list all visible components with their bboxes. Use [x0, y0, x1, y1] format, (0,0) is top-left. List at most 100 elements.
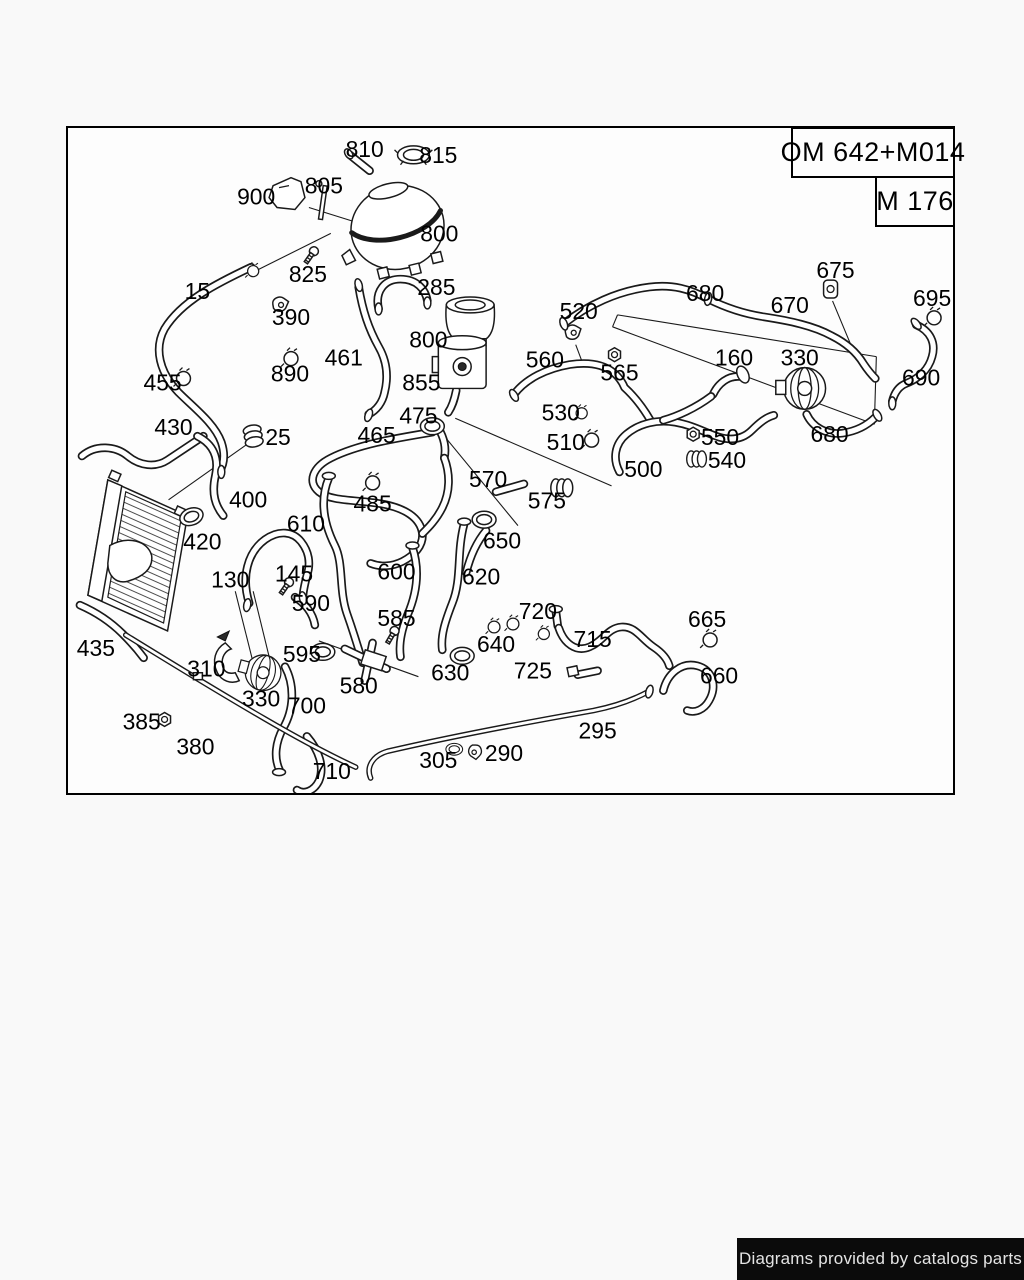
expansion-tank [341, 181, 445, 280]
part-label-805: 805 [305, 173, 343, 199]
part-label-305: 305 [419, 747, 457, 773]
part-label-590: 590 [292, 590, 330, 616]
part-label-610: 610 [287, 511, 325, 537]
part-label-690: 690 [902, 365, 940, 391]
ring-650-icon [471, 510, 497, 529]
part-label-675: 675 [816, 257, 854, 283]
part-label-145: 145 [275, 560, 313, 586]
hoses-layer [75, 150, 938, 793]
part-label-665: 665 [688, 606, 726, 632]
pump-855 [431, 335, 487, 390]
part-label-435: 435 [77, 635, 115, 661]
parts-layer [87, 145, 942, 777]
clamp-720-icon [535, 624, 551, 641]
clamp-640b-icon [503, 614, 520, 632]
water-pump-330-right [775, 366, 827, 411]
hose-end-bands [217, 278, 922, 777]
sleeve-540-icon [686, 450, 708, 468]
part-label-380: 380 [176, 733, 214, 759]
part-label-720: 720 [519, 598, 557, 624]
footer-credit-text: Diagrams provided by catalogs parts [739, 1249, 1022, 1268]
part-label-475: 475 [399, 402, 437, 428]
nut-550-icon [686, 426, 700, 442]
flange-160 [735, 365, 750, 384]
part-label-160: 160 [715, 345, 753, 371]
part-label-700: 700 [288, 693, 326, 719]
part-label-385: 385 [123, 708, 161, 734]
engine-code-m176-label: M 176 [876, 186, 954, 216]
part-label-550: 550 [701, 424, 739, 450]
part-label-285: 285 [417, 274, 455, 300]
engine-code-om642-label: OM 642+M014 [780, 137, 966, 167]
part-label-680: 680 [686, 280, 724, 306]
part-label-650: 650 [483, 528, 521, 554]
part-label-520: 520 [560, 298, 598, 324]
clamp-25-icon [241, 422, 265, 450]
part-label-570: 570 [469, 466, 507, 492]
part-label-855: 855 [402, 369, 440, 395]
part-label-695: 695 [913, 285, 951, 311]
part-label-595: 595 [283, 641, 321, 667]
part-label-485: 485 [354, 491, 392, 517]
tank-cap [394, 145, 433, 166]
part-label-810: 810 [346, 136, 384, 162]
parts-diagram: 810 815 900 805 800 825 285 15 390 461 890 455 800 85… [66, 126, 955, 795]
part-label-430: 430 [154, 414, 192, 440]
footer-credit: Diagrams provided by catalogs parts [737, 1238, 1024, 1280]
part-label-295: 295 [579, 717, 617, 743]
part-label-510: 510 [547, 429, 585, 455]
part-label-725: 725 [514, 658, 552, 684]
part-label-455: 455 [143, 369, 181, 395]
part-label-540: 540 [708, 447, 746, 473]
part-label-400: 400 [229, 487, 267, 513]
part-label-310: 310 [187, 656, 225, 682]
clamp-485-icon [361, 471, 381, 492]
part-label-290: 290 [485, 740, 523, 766]
part-label-130: 130 [211, 566, 249, 592]
engine-code-box-m176: M 176 [875, 176, 955, 227]
labels-layer: 810 815 900 805 800 825 285 15 390 461 890 455 800 85… [77, 136, 951, 784]
part-label-420: 420 [183, 529, 221, 555]
part-label-461: 461 [325, 345, 363, 371]
bracket-725-icon [566, 664, 580, 678]
part-label-560: 560 [526, 347, 564, 373]
part-label-800: 800 [420, 220, 458, 246]
clamps-layer [157, 244, 942, 761]
part-label-580: 580 [340, 673, 378, 699]
part-label-330: 330 [781, 345, 819, 371]
part-label-890: 890 [271, 361, 309, 387]
part-label-600: 600 [377, 558, 415, 584]
part-label-680: 680 [810, 421, 848, 447]
part-label-630: 630 [431, 660, 469, 686]
part-label-800: 800 [409, 327, 447, 353]
part-label-710: 710 [313, 758, 351, 784]
part-label-500: 500 [624, 456, 662, 482]
bracket-310 [213, 641, 241, 683]
diagram-canvas: 810 815 900 805 800 825 285 15 390 461 890 455 800 85… [75, 136, 951, 793]
part-label-660: 660 [700, 663, 738, 689]
part-label-825: 825 [289, 261, 327, 287]
pin-805 [315, 179, 329, 221]
bracket-380-icon [192, 671, 204, 681]
radiator [87, 469, 189, 633]
part-label-330: 330 [242, 686, 280, 712]
part-label-670: 670 [771, 292, 809, 318]
part-label-900: 900 [237, 184, 275, 210]
hose-end-810 [343, 148, 354, 160]
part-label-530: 530 [542, 399, 580, 425]
part-label-25: 25 [265, 424, 290, 450]
junction-580 [359, 648, 388, 672]
part-label-565: 565 [600, 360, 638, 386]
bracket-310-tab [216, 629, 231, 642]
leader-lines [168, 206, 877, 678]
part-label-390: 390 [272, 304, 310, 330]
part-label-465: 465 [358, 422, 396, 448]
part-label-640: 640 [477, 631, 515, 657]
part-label-815: 815 [419, 142, 457, 168]
part-label-15: 15 [185, 278, 210, 304]
engine-code-box-om642: OM 642+M014 [781, 127, 965, 178]
sensor-900 [268, 176, 306, 211]
part-label-715: 715 [574, 626, 612, 652]
bracket-290-icon [467, 744, 483, 761]
